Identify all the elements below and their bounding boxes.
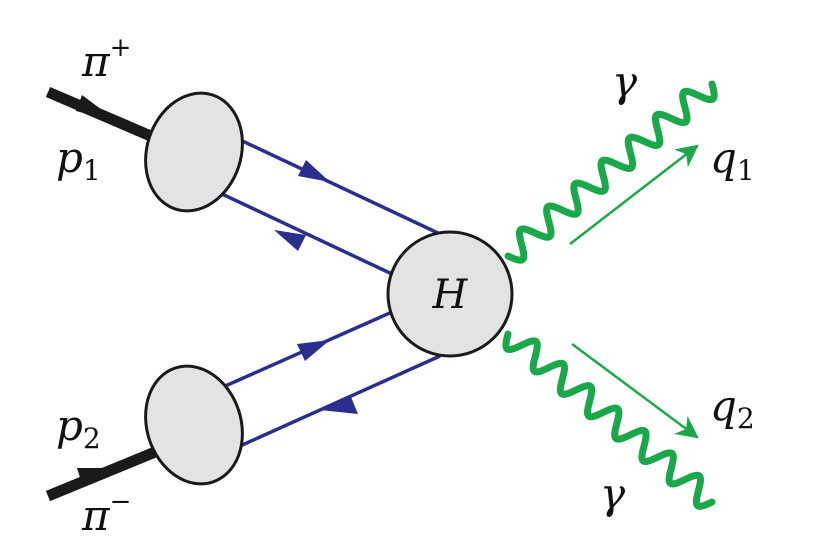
pi-plus-label: π+: [81, 33, 131, 86]
gamma-bottom-label: γ: [600, 469, 626, 518]
hard-vertex-blob: [386, 230, 514, 358]
momentum-arrow-q2: [571, 342, 699, 439]
pion-minus-blob: [144, 364, 244, 486]
quark-arrow-icon-lower-1: [297, 340, 330, 361]
q1-label: q1: [710, 133, 755, 187]
gamma-top-label: γ: [612, 57, 638, 106]
momentum-arrow-q1: [569, 144, 699, 245]
pion-plus-blob: [144, 91, 244, 213]
quark-line-upper-1: [235, 136, 441, 236]
photon-line-bottom: [502, 330, 716, 510]
hard-vertex-label: H: [432, 272, 469, 318]
p1-label: p1: [56, 133, 101, 187]
pi-minus-label: π−: [81, 487, 131, 540]
q2-label: q2: [710, 381, 755, 435]
pion-minus-arrow-icon: [77, 468, 118, 484]
quark-arrow-icon-upper-2: [274, 230, 306, 251]
pion-plus-arrow-icon: [76, 95, 118, 122]
quark-line-upper-2: [221, 192, 393, 276]
photon-line-top: [504, 80, 718, 264]
quark-arrow-icon-lower-2: [320, 397, 358, 414]
quark-arrow-icon-upper-1: [298, 160, 330, 182]
quark-line-lower-2: [239, 354, 441, 448]
p2-label: p2: [56, 401, 101, 455]
